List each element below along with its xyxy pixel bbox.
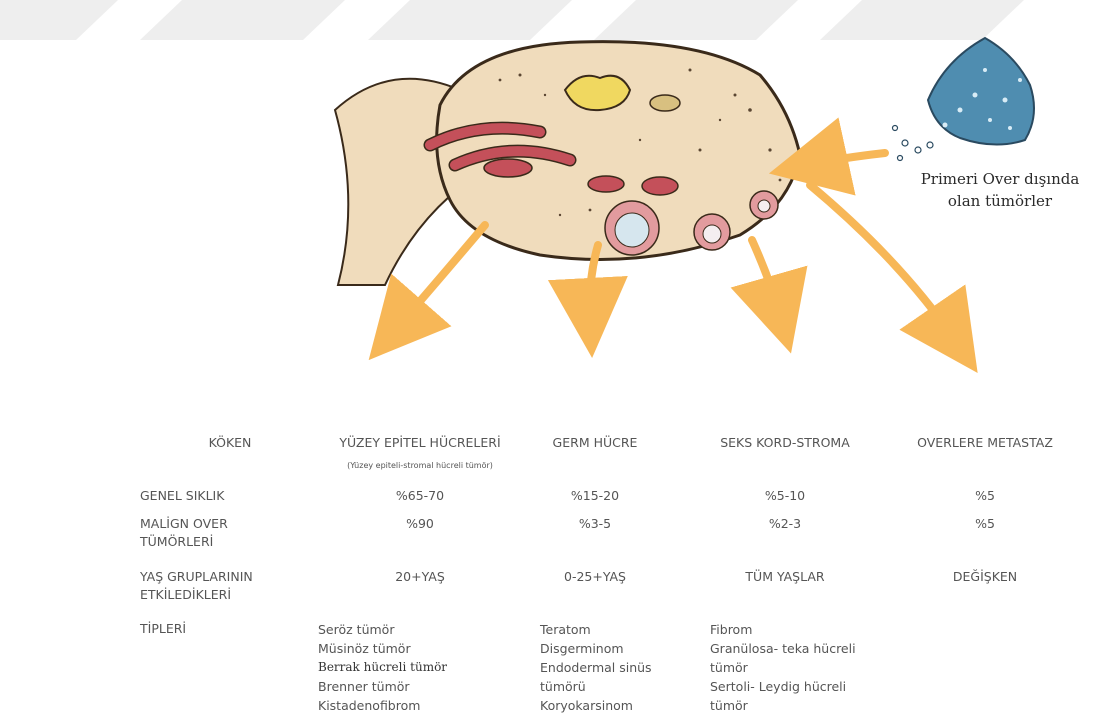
header-sex-cord: SEKS KORD-STROMA bbox=[690, 434, 880, 452]
cell-frequency-sex-cord: %5-10 bbox=[690, 487, 880, 505]
row-label-malignant: MALİGN OVER TÜMÖRLERİ bbox=[140, 515, 228, 551]
header-metastasis: OVERLERE METASTAZ bbox=[885, 434, 1085, 452]
follicle-antrum bbox=[703, 225, 721, 243]
corpus-albicans bbox=[650, 95, 680, 111]
header-surface-epithelial: YÜZEY EPİTEL HÜCRELERİ bbox=[310, 434, 530, 452]
row-label-types: TİPLERİ bbox=[140, 620, 186, 638]
external-tumor-label-line2: olan tümörler bbox=[900, 190, 1099, 212]
row-label-age-line2: ETKİLEDİKLERİ bbox=[140, 586, 253, 604]
row-label-malignant-line1: MALİGN OVER bbox=[140, 515, 228, 533]
detached-cells bbox=[893, 126, 934, 161]
follicle-antrum bbox=[615, 213, 649, 247]
row-label-age-line1: YAŞ GRUPLARININ bbox=[140, 568, 253, 586]
type-item: tümör bbox=[710, 696, 856, 715]
type-item: Granülosa- teka hücreli bbox=[710, 639, 856, 658]
type-item: Seröz tümör bbox=[318, 620, 447, 639]
cell-frequency-surface: %65-70 bbox=[310, 487, 530, 505]
cell-age-metastasis: DEĞİŞKEN bbox=[885, 568, 1085, 586]
row-label-age: YAŞ GRUPLARININ ETKİLEDİKLERİ bbox=[140, 568, 253, 604]
type-item: tümör bbox=[710, 658, 856, 677]
type-item: Brenner tümör bbox=[318, 677, 447, 696]
cell-malignant-germ: %3-5 bbox=[530, 515, 660, 533]
follicle-antrum bbox=[758, 200, 770, 212]
type-item: Müsinöz tümör bbox=[318, 639, 447, 658]
cell-frequency-metastasis: %5 bbox=[885, 487, 1085, 505]
external-tumor-label-line1: Primeri Over dışında bbox=[900, 168, 1099, 190]
types-sex-cord-list: Fibrom Granülosa- teka hücreli tümör Ser… bbox=[710, 620, 856, 715]
type-item: Kistadenofibrom bbox=[318, 696, 447, 715]
external-tumor-label: Primeri Over dışında olan tümörler bbox=[900, 168, 1099, 212]
header-surface-note: (Yüzey epiteli-stromal hücreli tümör) bbox=[310, 457, 530, 475]
cell-malignant-sex-cord: %2-3 bbox=[690, 515, 880, 533]
types-surface-list: Seröz tümör Müsinöz tümör Berrak hücreli… bbox=[318, 620, 447, 715]
arrow-from-external bbox=[808, 153, 885, 165]
header-germ-cell: GERM HÜCRE bbox=[530, 434, 660, 452]
cell-age-surface: 20+YAŞ bbox=[310, 568, 530, 586]
type-item: Fibrom bbox=[710, 620, 856, 639]
type-item: Berrak hücreli tümör bbox=[318, 658, 447, 677]
header-origin: KÖKEN bbox=[170, 434, 290, 452]
blood-vessel-section bbox=[642, 177, 678, 195]
arrow-sex-cord bbox=[752, 240, 780, 315]
type-item: Koryokarsinom bbox=[540, 696, 652, 715]
cell-malignant-surface: %90 bbox=[310, 515, 530, 533]
blood-vessel-section bbox=[484, 159, 532, 177]
type-item: Teratom bbox=[540, 620, 652, 639]
row-label-frequency: GENEL SIKLIK bbox=[140, 487, 224, 505]
tumor-cluster bbox=[928, 38, 1034, 145]
cell-age-sex-cord: TÜM YAŞLAR bbox=[690, 568, 880, 586]
blood-vessel-section bbox=[588, 176, 624, 192]
cell-frequency-germ: %15-20 bbox=[530, 487, 660, 505]
row-label-malignant-line2: TÜMÖRLERİ bbox=[140, 533, 228, 551]
type-item: tümörü bbox=[540, 677, 652, 696]
cell-age-germ: 0-25+YAŞ bbox=[530, 568, 660, 586]
type-item: Sertoli- Leydig hücreli bbox=[710, 677, 856, 696]
type-item: Endodermal sinüs bbox=[540, 658, 652, 677]
type-item: Disgerminom bbox=[540, 639, 652, 658]
types-germ-list: Teratom Disgerminom Endodermal sinüs tüm… bbox=[540, 620, 652, 715]
cell-malignant-metastasis: %5 bbox=[885, 515, 1085, 533]
